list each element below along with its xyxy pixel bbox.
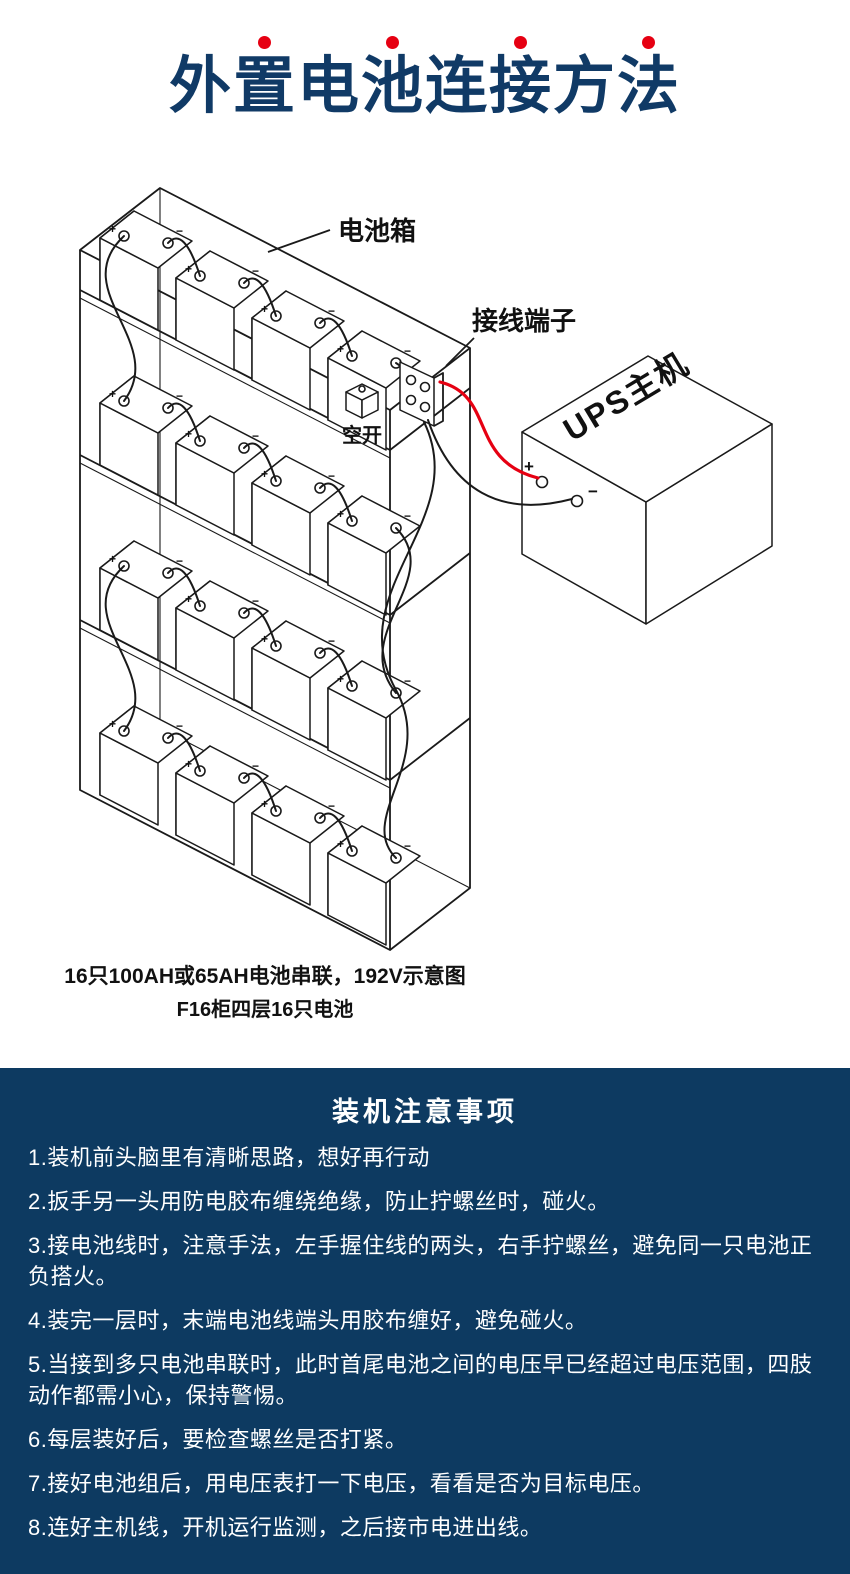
circuit-breaker: [345, 383, 379, 419]
svg-text:+: +: [261, 797, 268, 811]
svg-text:+: +: [337, 342, 344, 356]
svg-text:−: −: [404, 839, 411, 853]
svg-text:−: −: [328, 799, 335, 813]
caption-line-1: 16只100AH或65AH电池串联，192V示意图: [64, 965, 466, 988]
svg-text:−: −: [176, 224, 183, 238]
svg-text:−: −: [176, 719, 183, 733]
svg-text:−: −: [328, 304, 335, 318]
ups-hookup-wires: [427, 380, 573, 506]
svg-text:−: −: [252, 264, 259, 278]
title-emphasis-dot: [514, 36, 527, 49]
installation-notes-panel: 装机注意事项 1.装机前头脑里有清晰思路，想好再行动 2.扳手另一头用防电胶布缠…: [0, 1068, 850, 1574]
svg-text:−: −: [252, 759, 259, 773]
breaker-label: 空开: [342, 423, 382, 447]
svg-text:−: −: [404, 674, 411, 688]
svg-text:−: −: [176, 389, 183, 403]
battery-box-leader-line: [267, 229, 331, 253]
note-item: 6.每层装好后，要检查螺丝是否打紧。: [28, 1427, 408, 1452]
title-emphasis-dot: [642, 36, 655, 49]
title-emphasis-dot: [386, 36, 399, 49]
ups-unit-box: +−: [521, 355, 773, 625]
battery-wiring-diagram: +−+−+−+−+−+−+−+−+−+−+−+−+−+−+−+− +− 电池箱 …: [79, 187, 773, 951]
svg-text:+: +: [261, 632, 268, 646]
svg-text:+: +: [337, 672, 344, 686]
title-emphasis-dot: [258, 36, 271, 49]
svg-text:+: +: [109, 552, 116, 566]
svg-text:−: −: [404, 509, 411, 523]
svg-text:−: −: [252, 429, 259, 443]
note-item: 1.装机前头脑里有清晰思路，想好再行动: [28, 1145, 430, 1170]
svg-text:−: −: [328, 469, 335, 483]
svg-text:+: +: [337, 507, 344, 521]
note-item: 2.扳手另一头用防电胶布缠绕绝缘，防止拧螺丝时，碰火。: [28, 1189, 610, 1214]
battery-array: + − + − + − + − + − + − + − + − + − + − + − + − + − + − + − + −: [99, 210, 421, 946]
notes-title: 装机注意事项: [332, 1097, 518, 1127]
svg-text:+: +: [109, 222, 116, 236]
battery-box-label: 电池箱: [338, 216, 416, 246]
terminal-block: [399, 361, 444, 427]
svg-text:−: −: [588, 482, 598, 501]
svg-text:−: −: [328, 634, 335, 648]
svg-text:+: +: [261, 302, 268, 316]
svg-text:+: +: [109, 387, 116, 401]
caption-line-2: F16柜四层16只电池: [176, 999, 354, 1021]
note-item: 4.装完一层时，末端电池线端头用胶布缠好，避免碰火。: [28, 1308, 588, 1333]
svg-text:+: +: [337, 837, 344, 851]
note-item: 5.当接到多只电池串联时，此时首尾电池之间的电压早已经超过电压范围，四肢动作都需…: [28, 1352, 813, 1408]
svg-text:+: +: [185, 427, 192, 441]
svg-text:−: −: [176, 554, 183, 568]
page-title: 外置电池连接方法: [168, 52, 681, 121]
terminal-block-label: 接线端子: [472, 306, 576, 336]
svg-text:−: −: [404, 344, 411, 358]
svg-text:+: +: [185, 757, 192, 771]
svg-text:+: +: [524, 457, 534, 476]
note-item: 7.接好电池组后，用电压表打一下电压，看看是否为目标电压。: [28, 1471, 655, 1496]
svg-text:+: +: [109, 717, 116, 731]
svg-text:+: +: [185, 592, 192, 606]
svg-text:+: +: [261, 467, 268, 481]
note-item: 3.接电池线时，注意手法，左手握住线的两头，右手拧螺丝，避免同一只电池正负搭火。: [28, 1233, 813, 1289]
svg-text:−: −: [252, 594, 259, 608]
diagram-caption: 16只100AH或65AH电池串联，192V示意图 F16柜四层16只电池: [0, 960, 530, 1026]
terminal-block-leader-line: [445, 337, 475, 367]
svg-text:+: +: [185, 262, 192, 276]
note-item: 8.连好主机线，开机运行监测，之后接市电进出线。: [28, 1515, 543, 1540]
